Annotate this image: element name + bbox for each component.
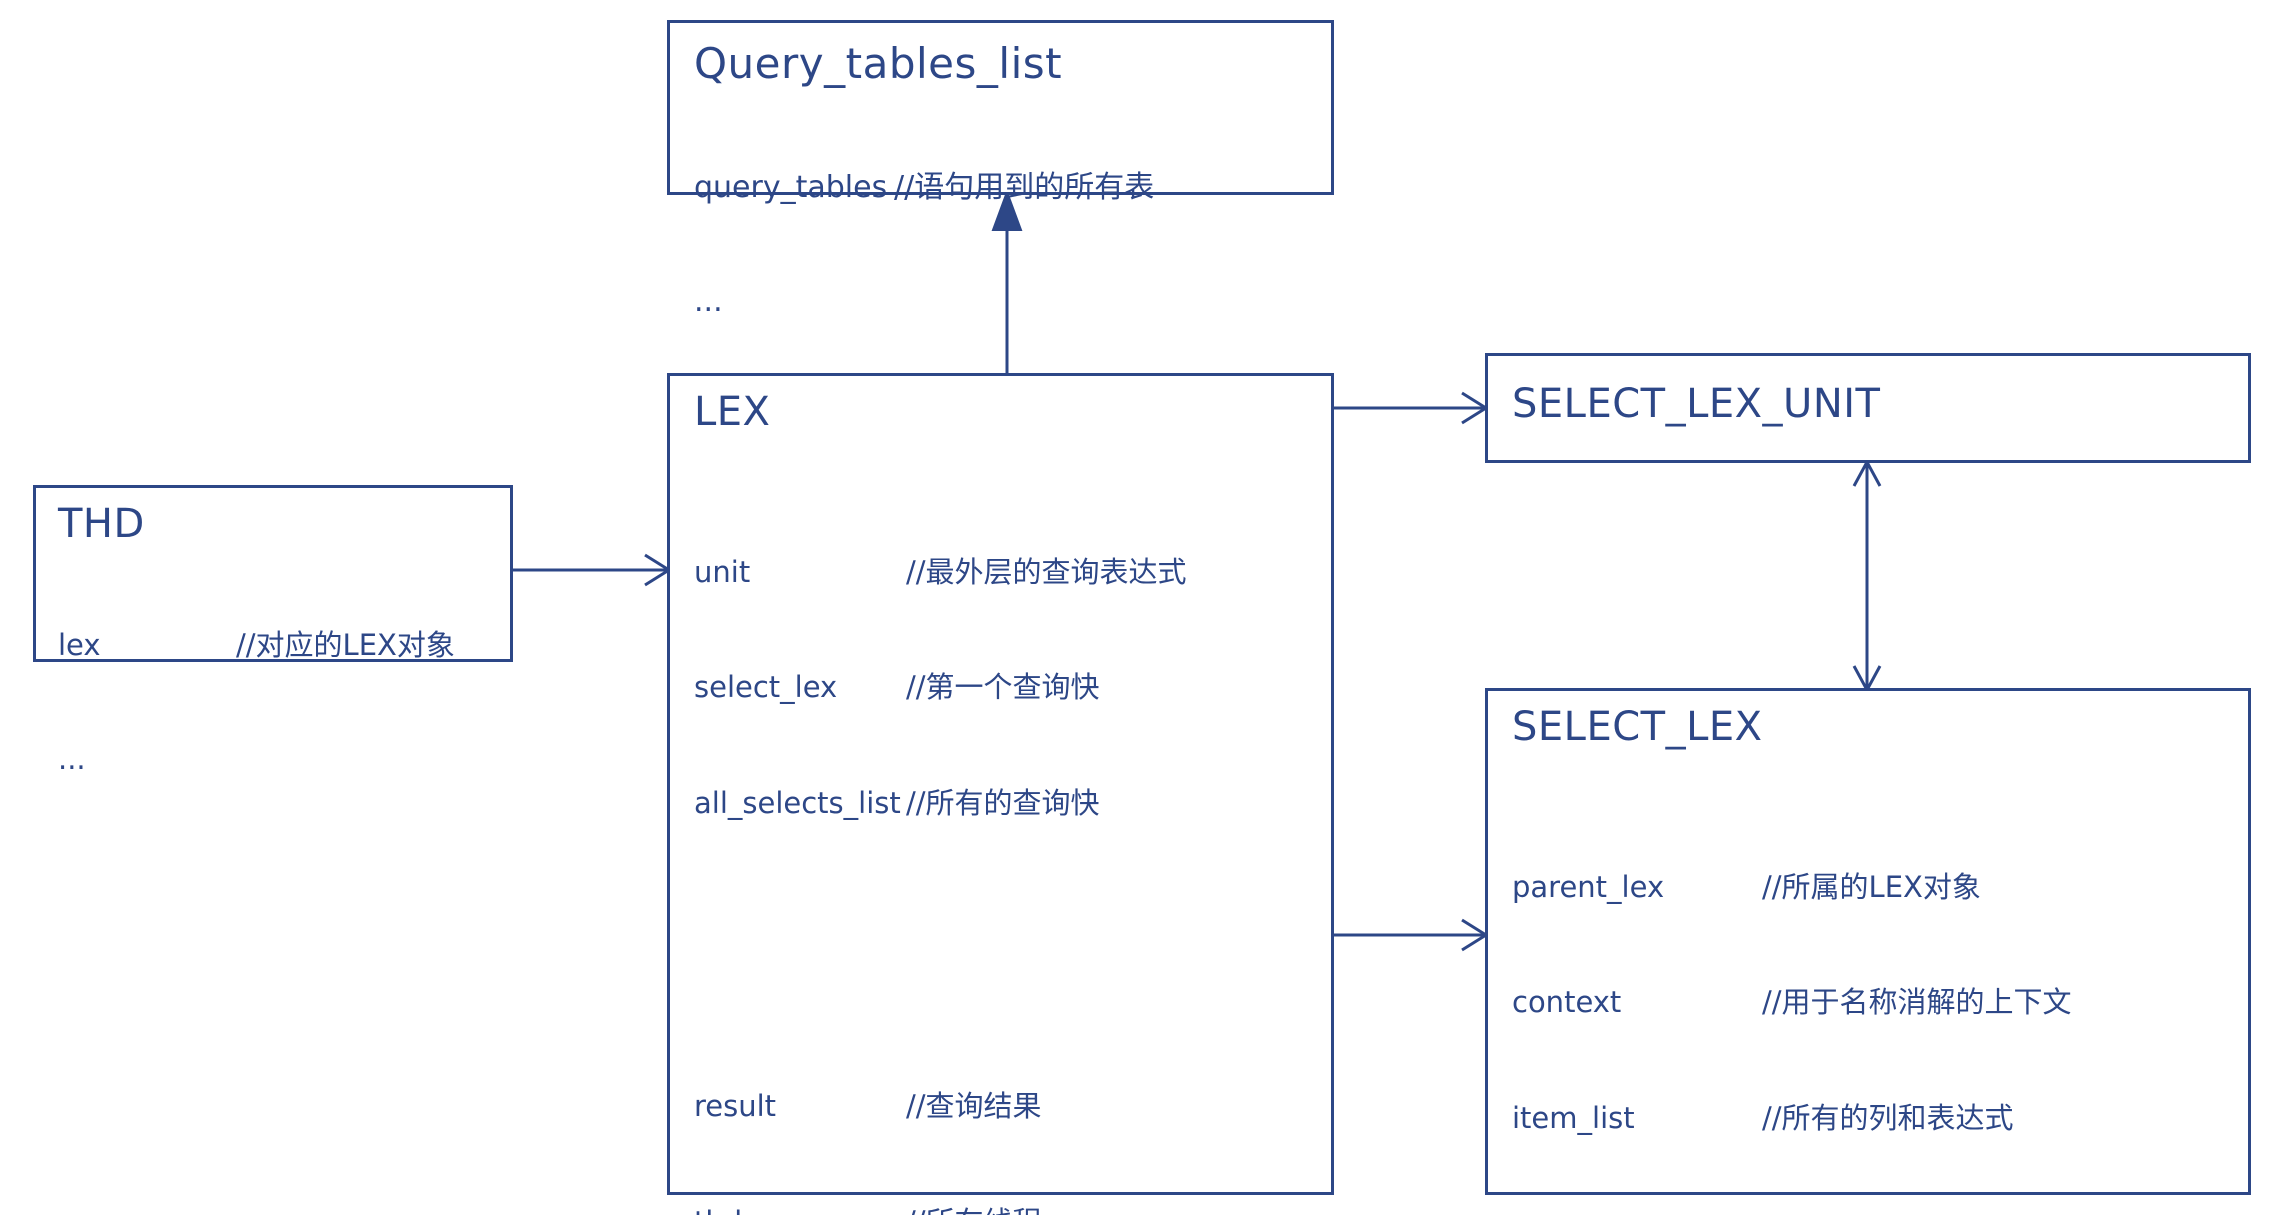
field-row: item_list //所有的列和表达式: [1512, 1099, 2248, 1138]
field-name: ...: [694, 284, 723, 319]
class-title-lex: LEX: [694, 389, 771, 435]
field-row: unit //最外层的查询表达式: [694, 553, 1331, 592]
field-comment: //语句用到的所有表: [894, 170, 1155, 205]
field-list-select-lex: parent_lex //所属的LEX对象 context //用于名称消解的上…: [1512, 752, 2248, 1215]
field-name: context: [1512, 985, 1622, 1019]
class-box-thd[interactable]: THD lex //对应的LEX对象 ...: [33, 485, 513, 776]
connector-lex-to-select-lex-unit: [1334, 391, 1490, 425]
field-row: parent_lex //所属的LEX对象: [1512, 868, 2248, 907]
field-row: select_lex //第一个查询快: [694, 668, 1331, 707]
field-row: thd //所在线程: [694, 1203, 1331, 1215]
field-name: item_list: [1512, 1100, 1635, 1135]
field-row: context //用于名称消解的上下文: [1512, 983, 2248, 1022]
group-separator: [694, 938, 1331, 972]
field-row: ...: [58, 740, 510, 778]
class-box-select-lex-unit[interactable]: SELECT_LEX_UNIT: [1485, 353, 2251, 463]
field-name: thd: [694, 1203, 906, 1215]
field-name: result: [694, 1089, 777, 1123]
field-list-thd: lex //对应的LEX对象 ...: [58, 550, 510, 854]
field-comment: //查询结果: [906, 1089, 1042, 1123]
field-comment: //所属的LEX对象: [1762, 869, 1981, 904]
field-name: all_selects_list: [694, 785, 901, 820]
field-row: all_selects_list //所有的查询快: [694, 784, 1331, 823]
field-name: parent_lex: [1512, 869, 1665, 904]
connector-lex-to-select-lex: [1334, 918, 1490, 952]
connector-lex-to-query-tables-list: [991, 189, 1023, 380]
field-comment: //对应的LEX对象: [236, 628, 455, 662]
field-name: ...: [58, 742, 86, 776]
field-row: query_tables //语句用到的所有表: [694, 169, 1331, 207]
field-comment: //第一个查询快: [906, 670, 1100, 704]
class-title-thd: THD: [58, 501, 145, 547]
field-list-lex: unit //最外层的查询表达式 select_lex //第一个查询快 all…: [694, 437, 1331, 1215]
field-row: ...: [694, 283, 1331, 321]
class-box-select-lex[interactable]: SELECT_LEX parent_lex //所属的LEX对象 context…: [1485, 688, 2251, 1195]
class-title-select-lex: SELECT_LEX: [1512, 704, 1763, 750]
field-row: lex //对应的LEX对象: [58, 626, 510, 664]
field-comment: //所有的查询快: [906, 785, 1100, 820]
field-comment: //最外层的查询表达式: [906, 554, 1187, 589]
field-comment: //用于名称消解的上下文: [1762, 985, 2072, 1019]
field-row: result //查询结果: [694, 1087, 1331, 1126]
field-list-query-tables-list: query_tables //语句用到的所有表 ...: [694, 93, 1331, 397]
class-title-select-lex-unit: SELECT_LEX_UNIT: [1512, 381, 1881, 427]
field-name: unit: [694, 554, 751, 589]
class-box-lex[interactable]: LEX unit //最外层的查询表达式 select_lex //第一个查询快…: [667, 373, 1334, 1215]
connector-thd-to-lex: [513, 553, 673, 587]
class-box-query-tables-list[interactable]: Query_tables_list query_tables //语句用到的所有…: [667, 20, 1334, 319]
field-comment: //所有的列和表达式: [1762, 1100, 2014, 1135]
field-name: query_tables: [694, 170, 888, 205]
field-name: lex: [58, 628, 101, 662]
class-title-query-tables-list: Query_tables_list: [694, 39, 1063, 88]
field-name: select_lex: [694, 670, 838, 704]
field-comment: //所在线程: [906, 1203, 1042, 1215]
connector-select-lex-unit-to-select-lex: [1852, 458, 1882, 694]
